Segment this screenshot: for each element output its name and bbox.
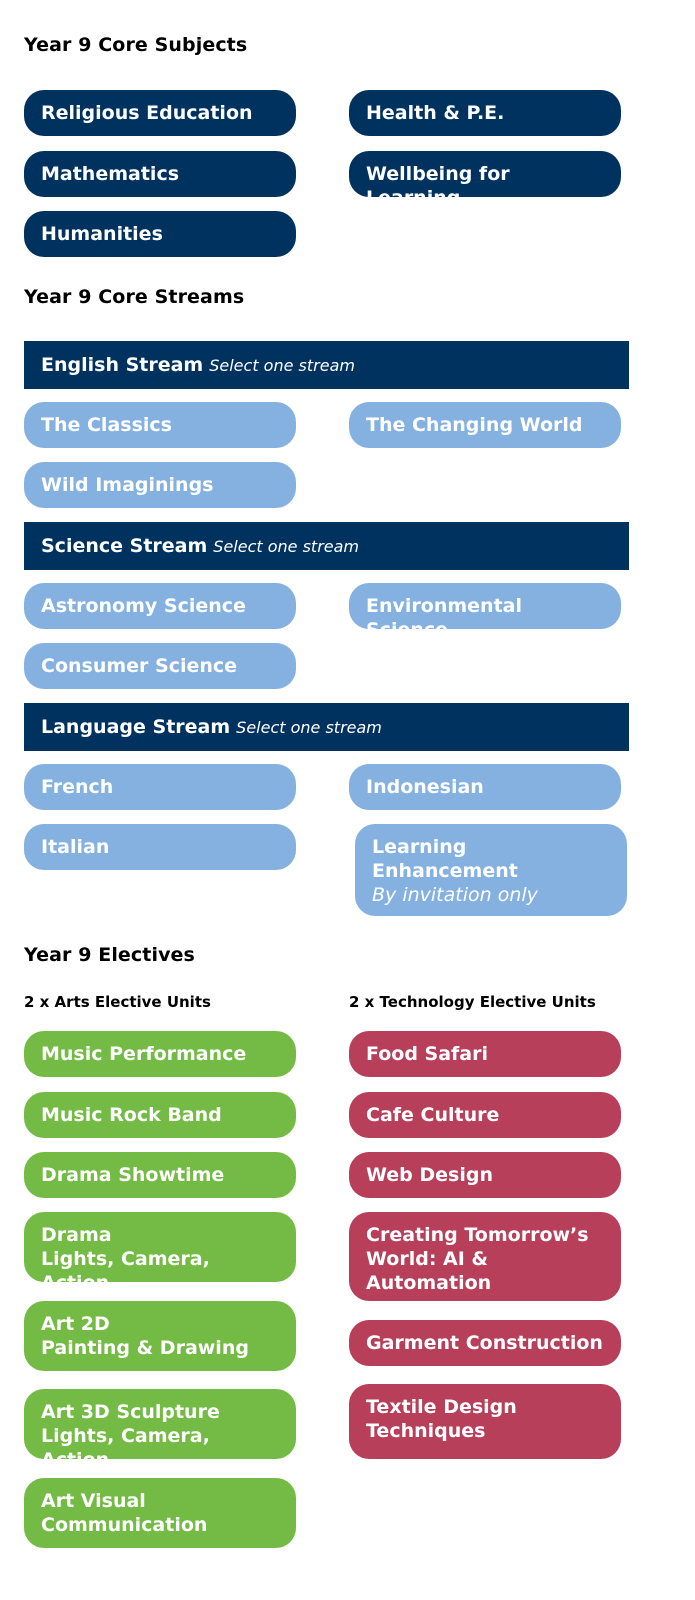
arts-elective[interactable]: Art 2D Painting & Drawing bbox=[24, 1301, 296, 1371]
core-subjects-heading: Year 9 Core Subjects bbox=[24, 34, 248, 56]
language-option-learning-enhancement[interactable]: Learning Enhancement By invitation only bbox=[355, 824, 627, 916]
arts-elective-line: Art 3D Sculpture bbox=[41, 1401, 220, 1423]
arts-elective[interactable]: Art 3D Sculpture Lights, Camera, Action bbox=[24, 1389, 296, 1471]
technology-elective[interactable]: Creating Tomorrow’s World: AI & Automati… bbox=[349, 1212, 621, 1301]
english-option-wild-imaginings[interactable]: Wild Imaginings bbox=[24, 462, 296, 508]
technology-elective-line: Cafe Culture bbox=[366, 1104, 500, 1126]
electives-heading: Year 9 Electives bbox=[24, 944, 195, 966]
language-option-indonesian[interactable]: Indonesian bbox=[349, 764, 621, 810]
science-option-environmental[interactable]: Environmental Science bbox=[349, 583, 621, 641]
technology-elective-line: Garment Construction bbox=[366, 1332, 603, 1354]
subject-religious-education[interactable]: Religious Education bbox=[24, 90, 296, 136]
arts-elective-line: Lights, Camera, Action bbox=[41, 1425, 210, 1471]
subject-wellbeing-for-learning[interactable]: Wellbeing for Learning bbox=[349, 151, 621, 209]
english-stream-header: English Stream Select one stream bbox=[24, 341, 629, 389]
arts-elective[interactable]: Drama Showtime bbox=[24, 1152, 296, 1198]
science-stream-note: Select one stream bbox=[213, 536, 360, 556]
science-stream-header: Science Stream Select one stream bbox=[24, 522, 629, 570]
technology-elective-line: Food Safari bbox=[366, 1043, 489, 1065]
learning-enhancement-note: By invitation only bbox=[372, 884, 538, 906]
technology-elective[interactable]: Textile Design Techniques bbox=[349, 1384, 621, 1459]
language-stream-header: Language Stream Select one stream bbox=[24, 703, 629, 751]
arts-electives-label: 2 x Arts Elective Units bbox=[24, 993, 211, 1011]
technology-elective[interactable]: Web Design bbox=[349, 1152, 621, 1198]
subject-health-pe[interactable]: Health & P.E. bbox=[349, 90, 621, 136]
english-stream-title: English Stream bbox=[41, 354, 204, 376]
subject-humanities[interactable]: Humanities bbox=[24, 211, 296, 257]
science-option-astronomy[interactable]: Astronomy Science bbox=[24, 583, 296, 629]
arts-elective-line: Music Performance bbox=[41, 1043, 247, 1065]
technology-elective[interactable]: Cafe Culture bbox=[349, 1092, 621, 1138]
technology-elective[interactable]: Garment Construction bbox=[349, 1320, 621, 1366]
language-stream-title: Language Stream bbox=[41, 716, 231, 738]
science-stream-title: Science Stream bbox=[41, 535, 208, 557]
arts-elective[interactable]: Music Performance bbox=[24, 1031, 296, 1077]
core-streams-heading: Year 9 Core Streams bbox=[24, 286, 245, 308]
arts-elective-line: Painting & Drawing bbox=[41, 1337, 249, 1359]
arts-elective[interactable]: Drama Lights, Camera, Action bbox=[24, 1212, 296, 1294]
subject-mathematics[interactable]: Mathematics bbox=[24, 151, 296, 197]
english-stream-note: Select one stream bbox=[209, 355, 355, 375]
technology-elective-line: Creating Tomorrow’s bbox=[366, 1224, 589, 1246]
language-stream-note: Select one stream bbox=[236, 717, 382, 737]
english-option-the-classics[interactable]: The Classics bbox=[24, 402, 296, 448]
technology-elective[interactable]: Food Safari bbox=[349, 1031, 621, 1077]
technology-elective-line: Techniques bbox=[366, 1420, 486, 1442]
technology-elective-line: Automation bbox=[366, 1272, 492, 1294]
arts-elective-line: Drama Showtime bbox=[41, 1164, 225, 1186]
language-option-italian[interactable]: Italian bbox=[24, 824, 296, 870]
learning-enhancement-line-2: Enhancement bbox=[372, 860, 518, 882]
arts-elective-line: Drama bbox=[41, 1224, 112, 1246]
technology-elective-line: World: AI & bbox=[366, 1248, 488, 1270]
technology-elective-line: Textile Design bbox=[366, 1396, 517, 1418]
arts-elective-line: Music Rock Band bbox=[41, 1104, 222, 1126]
arts-elective-line: Communication bbox=[41, 1514, 208, 1536]
arts-elective-line: Lights, Camera, Action bbox=[41, 1248, 210, 1294]
technology-electives-label: 2 x Technology Elective Units bbox=[349, 993, 596, 1011]
science-option-consumer[interactable]: Consumer Science bbox=[24, 643, 296, 689]
language-option-french[interactable]: French bbox=[24, 764, 296, 810]
learning-enhancement-line-1: Learning bbox=[372, 836, 467, 858]
arts-elective-line: Art Visual bbox=[41, 1490, 146, 1512]
arts-elective-line: Art 2D bbox=[41, 1313, 110, 1335]
english-option-the-changing-world[interactable]: The Changing World bbox=[349, 402, 621, 448]
arts-elective[interactable]: Art Visual Communication bbox=[24, 1478, 296, 1548]
arts-elective[interactable]: Music Rock Band bbox=[24, 1092, 296, 1138]
technology-elective-line: Web Design bbox=[366, 1164, 493, 1186]
